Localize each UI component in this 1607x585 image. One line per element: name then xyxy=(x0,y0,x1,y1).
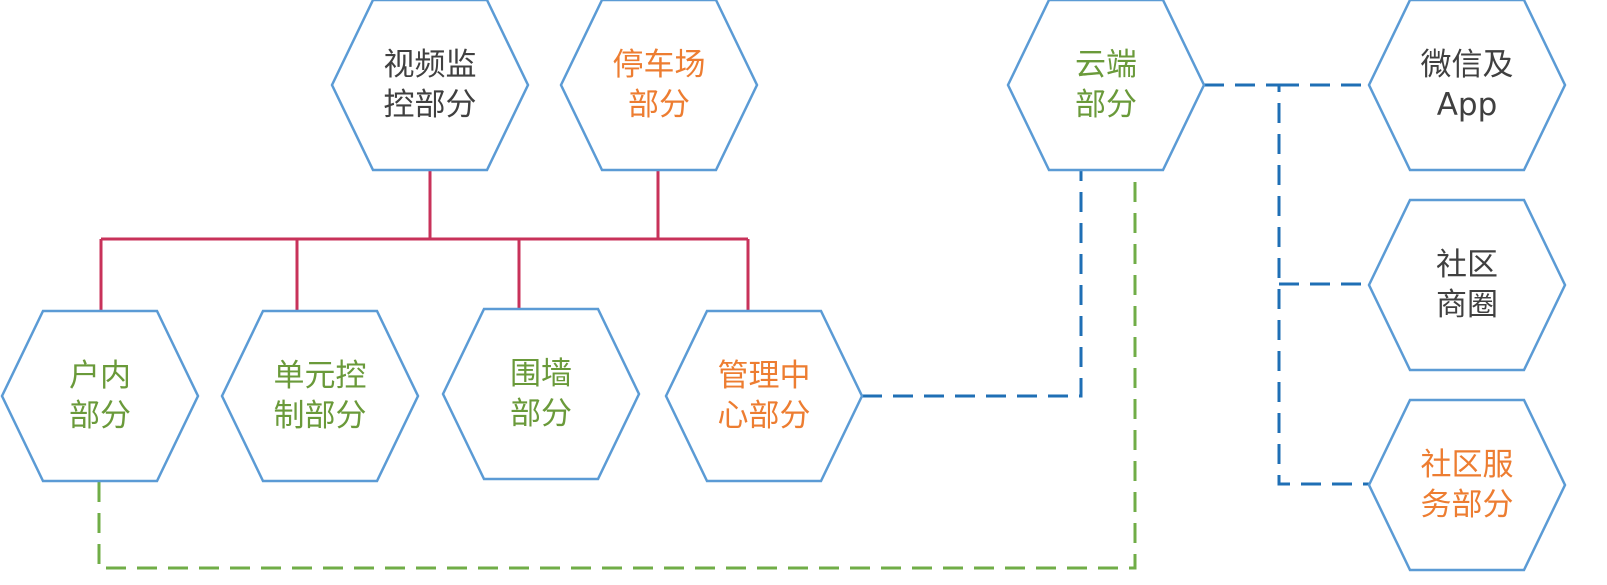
hex-label-line: 停车场 xyxy=(613,47,706,83)
hex-label-line: 商圈 xyxy=(1436,287,1498,323)
hex-shape xyxy=(1367,398,1567,572)
hex-shape xyxy=(1006,0,1206,172)
hex-shape xyxy=(664,309,864,483)
hex-node-wechat: 微信及 App xyxy=(1367,0,1567,172)
hex-label-line: 部分 xyxy=(69,398,131,434)
hex-shape xyxy=(1367,0,1567,172)
hex-shape xyxy=(220,309,420,483)
hexagon-nodes: 视频监控部分停车场部分云端部分微信及App社区商圈社区服务部分户内部分单元控制部… xyxy=(0,0,1567,572)
hex-label-line: 部分 xyxy=(1075,87,1137,123)
hex-shape xyxy=(330,0,530,172)
hex-shape xyxy=(559,0,759,172)
hex-label-line: 控部分 xyxy=(384,87,477,123)
hex-shape xyxy=(1367,198,1567,372)
hex-label-line: 管理中 xyxy=(718,358,811,394)
hex-label-line: 户内 xyxy=(69,358,131,394)
hex-label-line: 微信及 xyxy=(1421,47,1514,83)
hex-shape xyxy=(441,307,641,481)
hex-label-line: 心部分 xyxy=(718,398,811,434)
link-cloud-trunk xyxy=(1204,83,1372,486)
hex-label-line: 务部分 xyxy=(1421,487,1514,523)
hex-label-line: 社区 xyxy=(1436,247,1498,283)
hex-label-line: App xyxy=(1437,87,1498,123)
hex-label-line: 社区服 xyxy=(1421,447,1514,483)
hex-label-line: 部分 xyxy=(628,87,690,123)
hex-label-line: 云端 xyxy=(1075,47,1137,83)
hex-label-line: 制部分 xyxy=(274,398,367,434)
link-indoor-cloud xyxy=(97,170,1137,570)
hex-shape xyxy=(0,309,200,483)
hex-label-line: 视频监 xyxy=(384,47,477,83)
hex-label-line: 围墙 xyxy=(510,356,572,392)
hex-label-line: 部分 xyxy=(510,396,572,432)
green-dashed-links xyxy=(97,170,1137,570)
blue-dashed-links xyxy=(862,83,1372,486)
hex-label-line: 单元控 xyxy=(274,358,367,394)
solid-connector-tree xyxy=(99,170,750,311)
link-mgmt-cloud xyxy=(862,170,1083,398)
